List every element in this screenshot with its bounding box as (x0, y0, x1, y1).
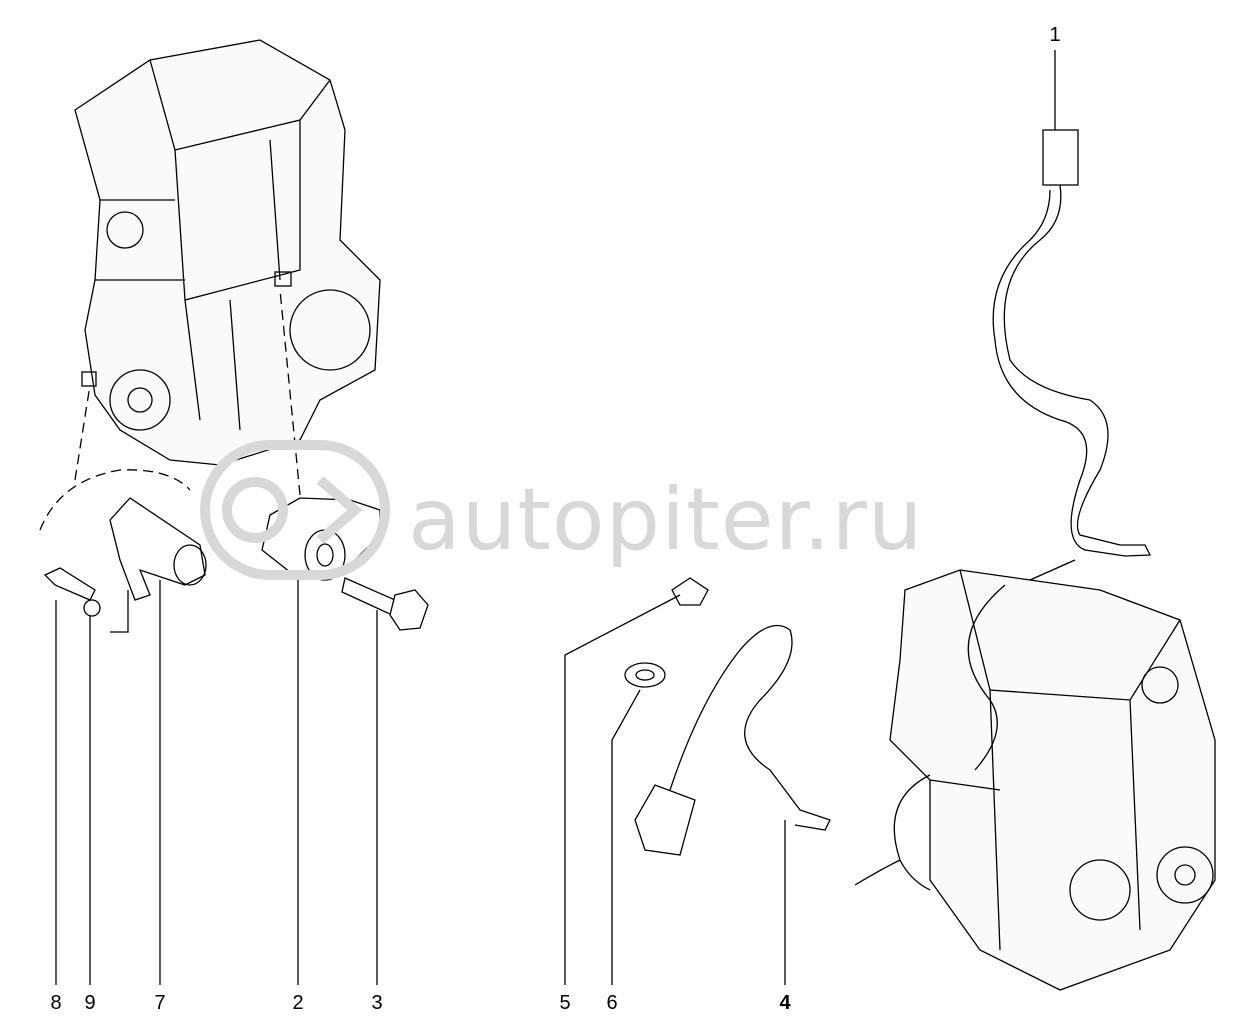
callout-9: 9 (84, 992, 96, 1014)
watermark-logo (200, 440, 390, 580)
oxygen-sensor-upper (992, 129, 1152, 557)
crankshaft-sensor (109, 497, 207, 601)
callout-5: 5 (559, 992, 571, 1014)
engine-left (74, 39, 381, 466)
clip (671, 577, 709, 606)
callout-3: 3 (371, 992, 383, 1014)
grommet (624, 662, 666, 688)
oxygen-sensor-lower (634, 624, 831, 856)
callout-7: 7 (154, 992, 166, 1014)
callout-6: 6 (606, 992, 618, 1014)
callout-4: 4 (779, 992, 791, 1014)
callout-1: 1 (1049, 24, 1061, 46)
callout-8: 8 (50, 992, 62, 1014)
callout-2: 2 (292, 992, 304, 1014)
washer (83, 599, 101, 617)
engine-right (854, 569, 1216, 991)
dashed-leader (74, 289, 301, 496)
watermark-text: autopiter.ru (408, 470, 924, 570)
screw (43, 567, 96, 601)
bolt (341, 577, 429, 631)
